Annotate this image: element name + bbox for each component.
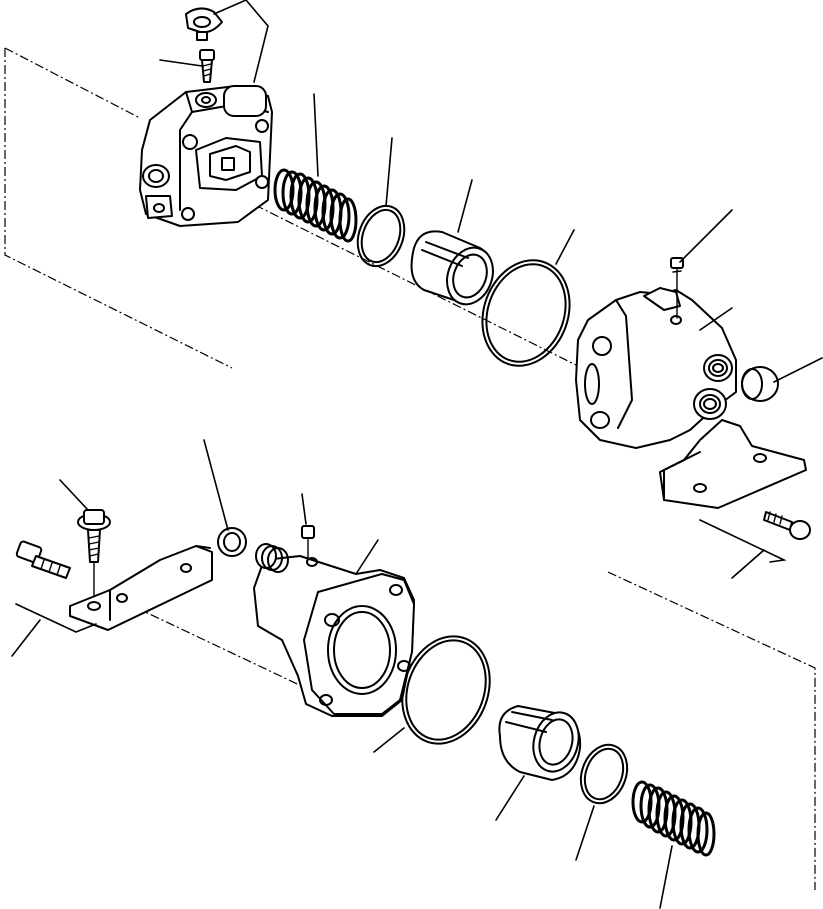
lower-spring-coil	[687, 806, 709, 854]
leader-lower-small-o-ring	[575, 805, 595, 861]
leader-upper-small-o-ring	[385, 137, 393, 207]
leader-lower-large-o-ring	[373, 727, 405, 753]
leader-bolt-left	[15, 603, 97, 633]
upper-spring-coil	[281, 170, 303, 216]
upper-valve-body	[139, 85, 273, 227]
lower-alignment-frame	[119, 571, 816, 890]
lower-frame-right	[607, 571, 816, 890]
bolt-lower-right	[763, 511, 811, 540]
upper-frame-top	[4, 47, 141, 119]
bolt-left	[15, 540, 71, 579]
upper-spring-coil	[329, 192, 351, 240]
leader-flange-bolt	[59, 479, 89, 511]
leader-right-bracket	[699, 519, 787, 563]
upper-spring-coil	[273, 168, 295, 212]
leader-lower-housing	[355, 539, 379, 575]
leader-wing-fitting	[213, 0, 269, 83]
lower-spring-part	[631, 780, 716, 857]
leader-upper-sleeve	[457, 179, 473, 233]
small-screw-upper-right	[670, 257, 684, 319]
leader-lower-sleeve	[495, 775, 525, 821]
lower-small-o-ring	[579, 743, 629, 805]
lower-axis-line	[119, 599, 311, 691]
lower-spring-coil	[696, 811, 716, 857]
leader-lower-spring	[659, 845, 673, 909]
callout-leaders	[11, 0, 823, 909]
leader-upper-spring	[313, 93, 319, 177]
upper-spring-coil	[338, 197, 358, 243]
wing-fitting-part	[185, 7, 223, 41]
small-seal-part	[217, 527, 247, 557]
leader-small-screw-lower	[301, 493, 307, 525]
leader-right-bracket-callout	[731, 549, 765, 579]
lower-housing	[253, 543, 415, 717]
plug-part	[741, 366, 779, 402]
upper-right-housing	[575, 287, 737, 449]
upper-spring-part	[273, 168, 358, 243]
left-bracket-part	[69, 545, 213, 631]
leader-upper-right-housing	[699, 307, 733, 331]
leader-stud	[159, 59, 203, 67]
flange-bolt	[77, 509, 111, 605]
lower-large-o-ring	[401, 635, 491, 745]
leader-upper-large-o-ring	[555, 229, 575, 265]
small-screw-lower	[301, 525, 315, 561]
leader-small-seal	[203, 439, 229, 531]
stud-part	[199, 49, 215, 83]
upper-sleeve-part	[410, 230, 494, 306]
right-bracket-part	[659, 419, 807, 509]
upper-small-o-ring	[356, 204, 406, 268]
upper-large-o-ring	[481, 259, 571, 367]
leader-small-screw	[679, 209, 733, 263]
leader-bolt-left-callout	[11, 619, 41, 657]
lower-sleeve-part	[498, 705, 582, 781]
upper-frame-left	[4, 48, 233, 369]
leader-plug	[773, 357, 823, 383]
